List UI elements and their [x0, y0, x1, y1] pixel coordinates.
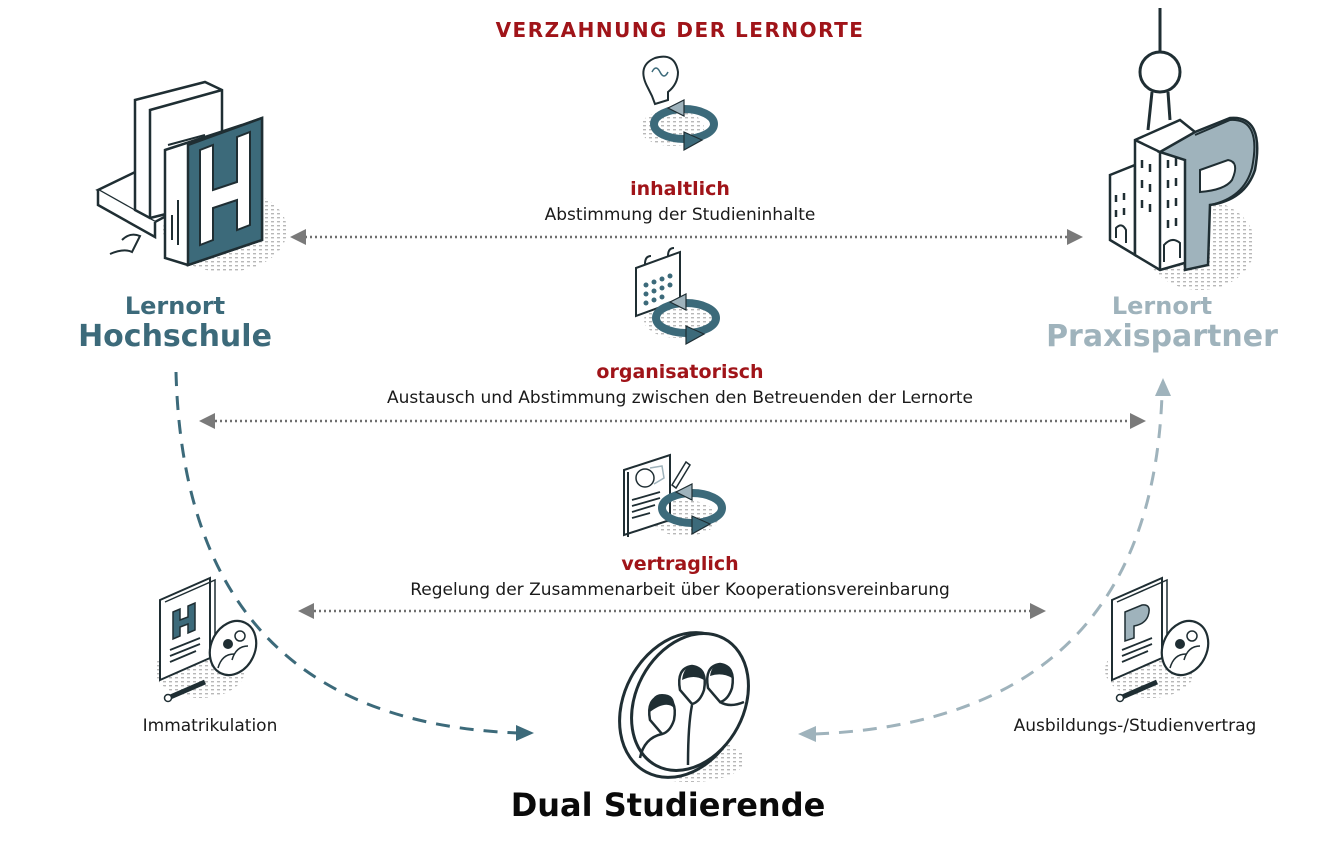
link-arrow-inhaltlich	[290, 229, 1083, 245]
link-description-inhaltlich: Abstimmung der Studieninhalte	[544, 205, 816, 225]
immatrikulation-label: Immatrikulation	[142, 716, 278, 736]
location-hochschule: Lernort Hochschule	[70, 292, 280, 354]
calendar-cycle-icon	[635, 247, 720, 346]
ausbildungsvertrag-document-icon	[1105, 576, 1210, 703]
link-description-vertraglich: Regelung der Zusammenarbeit über Koopera…	[410, 580, 950, 600]
immatrikulation-document-icon	[155, 576, 258, 703]
location-hochschule-name: Hochschule	[78, 319, 272, 354]
lightbulb-cycle-icon	[640, 55, 718, 152]
link-category-inhaltlich: inhaltlich	[630, 178, 730, 200]
flow-arrow-student-to-praxispartner	[798, 378, 1171, 742]
location-hochschule-prefix: Lernort	[124, 292, 226, 320]
flow-arrow-hochschule-to-student	[174, 371, 534, 741]
ausbildungsvertrag-label: Ausbildungs-/Studienvertrag	[1013, 716, 1257, 736]
link-category-vertraglich: vertraglich	[621, 553, 739, 575]
location-praxispartner-name: Praxispartner	[1046, 319, 1278, 354]
dual-students-group-icon	[618, 631, 750, 782]
link-arrow-vertraglich	[298, 603, 1046, 619]
link-description-organisatorisch: Austausch und Abstimmung zwischen den Be…	[387, 388, 973, 408]
dual-students-label: Dual Studierende	[510, 786, 826, 824]
link-category-organisatorisch: organisatorisch	[596, 361, 764, 383]
contract-cycle-icon	[623, 453, 726, 537]
praxispartner-building-icon	[1108, 8, 1259, 290]
hochschule-books-icon	[95, 80, 287, 272]
location-praxispartner-prefix: Lernort	[1111, 292, 1213, 320]
location-praxispartner: Lernort Praxispartner	[1040, 292, 1284, 354]
diagram-title: VERZAHNUNG DER LERNORTE	[495, 18, 865, 42]
link-arrow-organisatorisch	[199, 413, 1146, 429]
